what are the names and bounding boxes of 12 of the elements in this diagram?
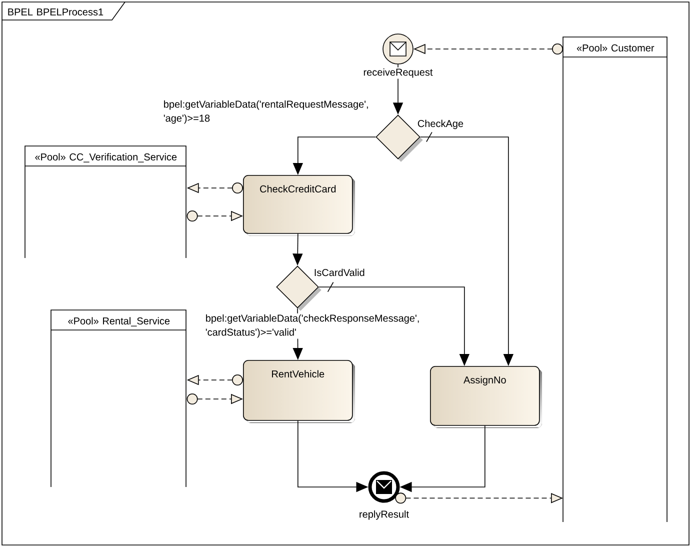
condition-label: bpel:getVariableData('checkResponseMessage', 'cardStatus')>='valid' bbox=[204, 313, 421, 339]
task-box: AssignNo bbox=[430, 366, 542, 428]
gateway-label: IsCardValid bbox=[312, 268, 366, 278]
pool-lane: «Pool» CC_Verification_Service bbox=[24, 146, 186, 258]
gateway-label: CheckAge bbox=[416, 118, 465, 130]
condition-label: bpel:getVariableData('rentalRequestMessage', 'age')>=18 bbox=[162, 99, 370, 125]
task-box: CheckCreditCard bbox=[243, 175, 355, 236]
event-label: replyResult bbox=[358, 509, 410, 521]
pool-lane: «Pool» Customer bbox=[562, 36, 668, 522]
event-label: receiveRequest bbox=[362, 67, 434, 79]
task-box: RentVehicle bbox=[243, 360, 355, 423]
pool-lane: «Pool» Rental_Service bbox=[50, 310, 186, 488]
